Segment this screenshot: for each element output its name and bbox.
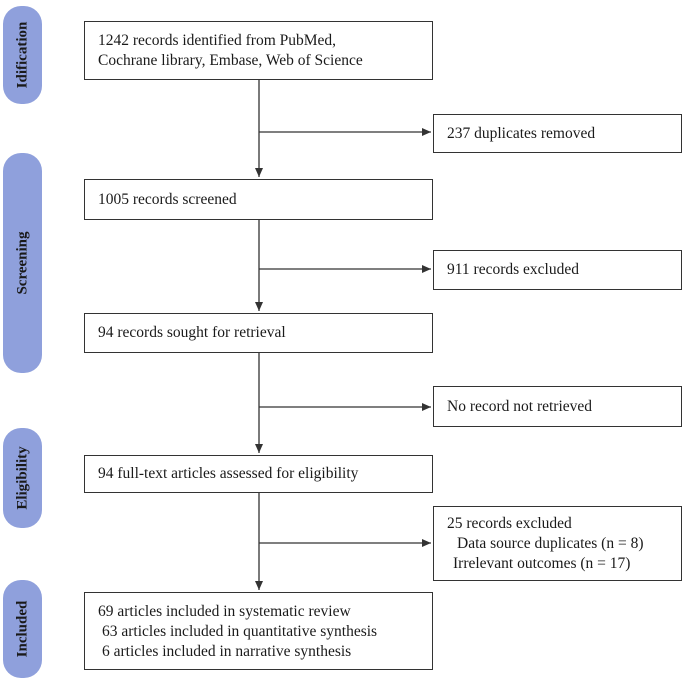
identified-line-2: Cochrane library, Embase, Web of Science <box>98 52 363 69</box>
stage-screening-label: Screening <box>14 231 30 295</box>
box-records-sought: 94 records sought for retrieval <box>84 313 433 353</box>
duplicates-text: 237 duplicates removed <box>447 125 596 142</box>
stage-eligibility-label: Eligibility <box>14 446 30 510</box>
assessed-text: 94 full-text articles assessed for eligi… <box>98 465 359 482</box>
stage-included: Included <box>3 580 42 678</box>
included-line-1: 69 articles included in systematic revie… <box>98 603 351 620</box>
screened-text: 1005 records screened <box>98 191 237 208</box>
box-records-excluded-screening: 911 records excluded <box>433 250 682 290</box>
box-duplicates-removed: 237 duplicates removed <box>433 114 682 153</box>
sought-text: 94 records sought for retrieval <box>98 324 286 341</box>
excluded-screen-text: 911 records excluded <box>447 261 579 278</box>
included-line-2: 63 articles included in quantitative syn… <box>102 623 378 640</box>
stage-identification: Idification <box>3 6 42 104</box>
stage-identification-label: Idification <box>14 21 30 89</box>
not-retrieved-text: No record not retrieved <box>447 398 593 415</box>
excluded-full-line-1: 25 records excluded <box>447 515 572 532</box>
box-records-identified: 1242 records identified from PubMed, Coc… <box>84 21 433 80</box>
box-fulltext-assessed: 94 full-text articles assessed for eligi… <box>84 455 433 493</box>
excluded-full-line-2: Data source duplicates (n = 8) <box>457 535 644 552</box>
box-not-retrieved: No record not retrieved <box>433 386 682 427</box>
included-line-3: 6 articles included in narrative synthes… <box>102 643 352 660</box>
stage-eligibility: Eligibility <box>3 428 42 528</box>
box-records-screened: 1005 records screened <box>84 179 433 220</box>
box-records-excluded-fulltext: 25 records excluded Data source duplicat… <box>433 506 682 581</box>
excluded-full-line-3: Irrelevant outcomes (n = 17) <box>453 555 631 572</box>
stage-included-label: Included <box>14 600 30 658</box>
box-articles-included: 69 articles included in systematic revie… <box>84 592 433 670</box>
identified-line-1: 1242 records identified from PubMed, <box>98 32 337 49</box>
stage-screening: Screening <box>3 153 42 373</box>
